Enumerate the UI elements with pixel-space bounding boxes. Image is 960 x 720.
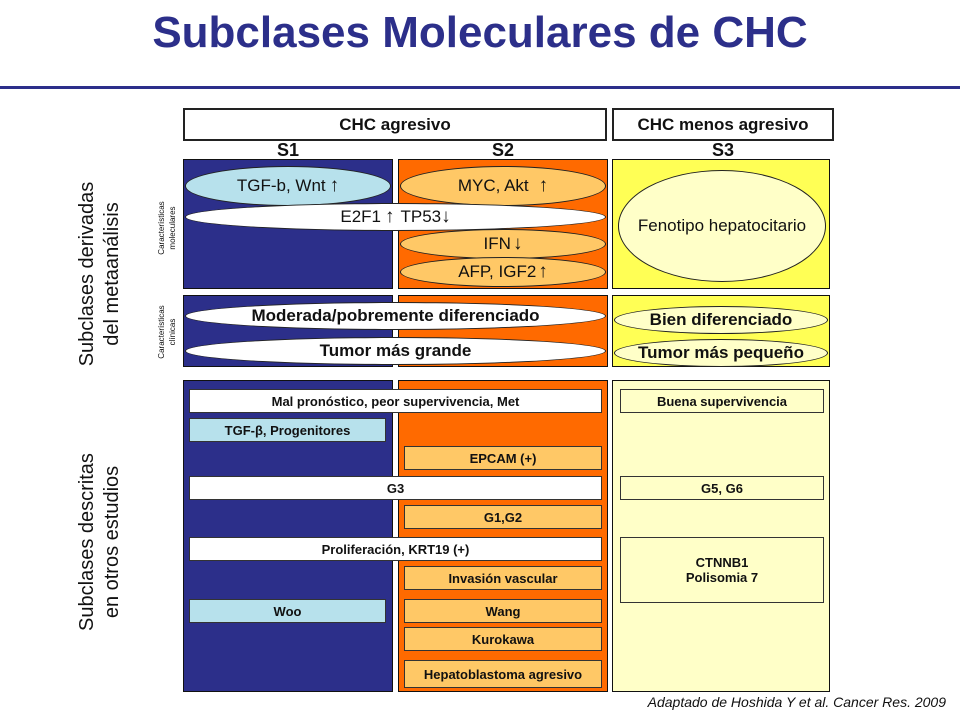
well-differentiated-text: Bien diferenciado bbox=[649, 310, 793, 329]
g1g2-box: G1,G2 bbox=[404, 505, 602, 529]
g5g6-box: G5, G6 bbox=[620, 476, 824, 500]
epcam-box: EPCAM (+) bbox=[404, 446, 602, 470]
clinical-features-label: Características clínicas bbox=[157, 305, 177, 359]
myc-akt-text: MYC, Akt bbox=[457, 176, 529, 195]
s3-studies-panel bbox=[612, 380, 830, 692]
good-survival-box: Buena supervivencia bbox=[620, 389, 824, 413]
hepatoblastoma-box: Hepatoblastoma agresivo bbox=[404, 660, 602, 688]
woo-box: Woo bbox=[189, 599, 386, 623]
ctnnb1-box: CTNNB1 Polisomia 7 bbox=[620, 537, 824, 603]
tgf-wnt-ellipse: TGF-b, Wnt ↑ bbox=[185, 166, 391, 206]
bigger-tumor-ellipse: Tumor más grande bbox=[185, 337, 606, 365]
column-s1-label: S1 bbox=[276, 139, 300, 160]
up-arrow-icon: ↑ bbox=[385, 206, 395, 227]
ctnnb1-text: CTNNB1 bbox=[695, 555, 749, 570]
smaller-tumor-ellipse: Tumor más pequeño bbox=[614, 339, 828, 367]
bigger-tumor-text: Tumor más grande bbox=[319, 341, 472, 360]
e2f1-text: E2F1 bbox=[340, 207, 381, 226]
kurokawa-box: Kurokawa bbox=[404, 627, 602, 651]
other-studies-label: Subclases descritas en otros estudios bbox=[76, 453, 123, 631]
ifn-text: IFN bbox=[483, 234, 511, 253]
tgf-progenitors-box: TGF-β, Progenitores bbox=[189, 418, 386, 442]
hepatocyte-phenotype-ellipse: Fenotipo hepatocitario bbox=[618, 170, 826, 282]
ifn-ellipse: IFN ↓ bbox=[400, 229, 606, 259]
up-arrow-icon: ↑ bbox=[538, 175, 549, 196]
afp-igf2-text: AFP, IGF2 bbox=[458, 262, 537, 281]
polisomia-text: Polisomia 7 bbox=[685, 570, 759, 585]
header-chc-aggressive: CHC agresivo bbox=[183, 108, 607, 141]
slide-title: Subclases Moleculares de CHC bbox=[152, 8, 808, 57]
moderate-differentiated-text: Moderada/pobremente diferenciado bbox=[251, 306, 540, 325]
proliferation-box: Proliferación, KRT19 (+) bbox=[189, 537, 602, 561]
e2f1-tp53-ellipse: E2F1 ↑ TP53 ↓ bbox=[185, 203, 606, 231]
down-arrow-icon: ↓ bbox=[512, 233, 523, 254]
afp-igf2-ellipse: AFP, IGF2 ↑ bbox=[400, 257, 606, 287]
title-underline bbox=[0, 86, 960, 89]
g3-box: G3 bbox=[189, 476, 602, 500]
hepatocyte-phenotype-text: Fenotipo hepatocitario bbox=[637, 216, 807, 235]
bad-prognosis-box: Mal pronóstico, peor supervivencia, Met bbox=[189, 389, 602, 413]
tgf-wnt-text: TGF-b, Wnt bbox=[236, 176, 326, 195]
tp53-text: TP53 bbox=[400, 207, 442, 226]
well-differentiated-ellipse: Bien diferenciado bbox=[614, 306, 828, 334]
down-arrow-icon: ↓ bbox=[441, 206, 451, 227]
column-s3-label: S3 bbox=[711, 139, 735, 160]
source-credit: Adaptado de Hoshida Y et al. Cancer Res.… bbox=[647, 694, 946, 710]
molecular-features-label: Características moleculares bbox=[157, 201, 177, 255]
moderate-differentiated-ellipse: Moderada/pobremente diferenciado bbox=[185, 302, 606, 330]
up-arrow-icon: ↑ bbox=[538, 261, 548, 282]
up-arrow-icon: ↑ bbox=[329, 175, 340, 196]
vascular-invasion-box: Invasión vascular bbox=[404, 566, 602, 590]
myc-akt-ellipse: MYC, Akt ↑ bbox=[400, 166, 606, 206]
header-chc-less-aggressive: CHC menos agresivo bbox=[612, 108, 834, 141]
column-s2-label: S2 bbox=[491, 139, 515, 160]
smaller-tumor-text: Tumor más pequeño bbox=[638, 343, 804, 362]
meta-analysis-label: Subclases derivadas del metaanálisis bbox=[76, 181, 123, 367]
wang-box: Wang bbox=[404, 599, 602, 623]
